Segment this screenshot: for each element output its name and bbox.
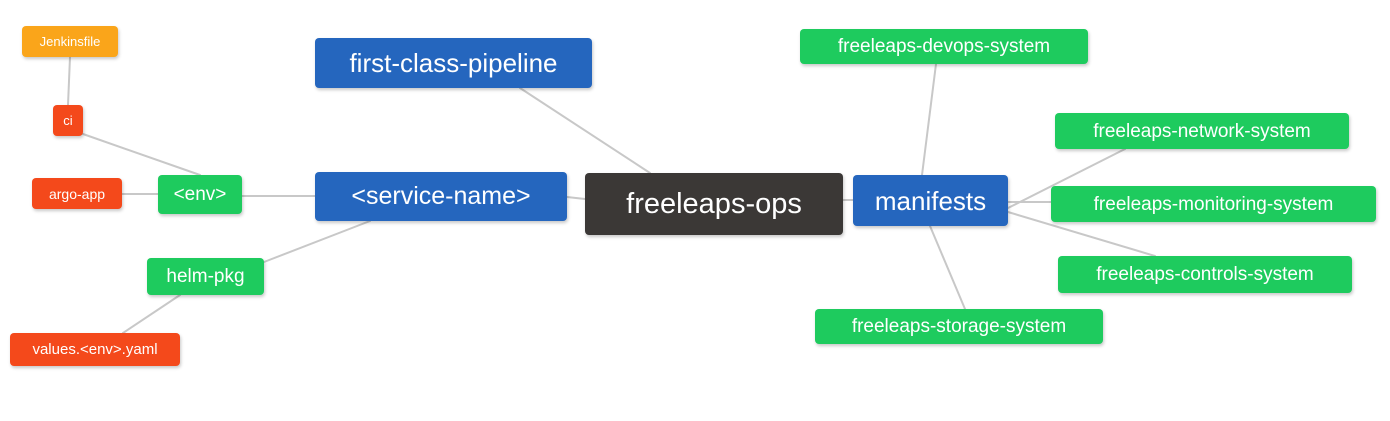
mindmap-node-first-class-pipeline[interactable]: first-class-pipeline [315, 38, 592, 88]
mindmap-node-freeleaps-ops[interactable]: freeleaps-ops [585, 173, 843, 235]
edge-values-helm-pkg [122, 294, 181, 334]
node-label-freeleaps-network-system: freeleaps-network-system [1093, 120, 1311, 142]
mindmap-node-ci[interactable]: ci [53, 105, 83, 136]
edge-manifests-storage [929, 225, 966, 310]
node-label-values-env-yaml: values.<env>.yaml [32, 341, 158, 358]
mindmap-node-helm-pkg[interactable]: helm-pkg [147, 258, 264, 295]
node-label-freeleaps-controls-system: freeleaps-controls-system [1096, 264, 1314, 285]
edge-manifests-devops [921, 63, 937, 176]
mindmap-node-service-name[interactable]: <service-name> [315, 172, 567, 221]
node-label-manifests: manifests [874, 185, 987, 216]
mindmap-node-freeleaps-storage-system[interactable]: freeleaps-storage-system [815, 309, 1103, 344]
node-label-freeleaps-devops-system: freeleaps-devops-system [837, 36, 1051, 57]
mindmap-node-argo-app[interactable]: argo-app [32, 178, 122, 209]
node-label-service-name: <service-name> [351, 182, 531, 210]
mindmap-node-jenkinsfile[interactable]: Jenkinsfile [22, 26, 118, 57]
edge-pipeline-ops [519, 87, 651, 174]
node-label-ci: ci [63, 113, 73, 128]
node-label-freeleaps-storage-system: freeleaps-storage-system [851, 316, 1067, 337]
node-label-argo-app: argo-app [48, 185, 106, 202]
mindmap-node-manifests[interactable]: manifests [853, 175, 1008, 226]
mindmap-node-values-env-yaml[interactable]: values.<env>.yaml [10, 333, 180, 366]
mindmap-node-freeleaps-controls-system[interactable]: freeleaps-controls-system [1058, 256, 1352, 293]
edge-helm-pkg-service-name [263, 220, 371, 263]
edge-ci-env [82, 133, 201, 176]
node-label-env: <env> [173, 184, 227, 205]
mindmap-node-env[interactable]: <env> [158, 175, 242, 214]
node-label-freeleaps-monitoring-system: freeleaps-monitoring-system [1093, 193, 1334, 215]
node-label-jenkinsfile: Jenkinsfile [39, 34, 101, 49]
edge-service-name-ops [566, 196, 586, 200]
mindmap-node-freeleaps-devops-system[interactable]: freeleaps-devops-system [800, 29, 1088, 64]
node-label-first-class-pipeline: first-class-pipeline [349, 48, 558, 78]
mindmap-node-freeleaps-network-system[interactable]: freeleaps-network-system [1055, 113, 1349, 149]
mindmap-node-freeleaps-monitoring-system[interactable]: freeleaps-monitoring-system [1051, 186, 1376, 222]
edge-jenkinsfile-ci [67, 56, 71, 106]
node-label-freeleaps-ops: freeleaps-ops [626, 187, 802, 220]
node-label-helm-pkg: helm-pkg [166, 266, 245, 287]
